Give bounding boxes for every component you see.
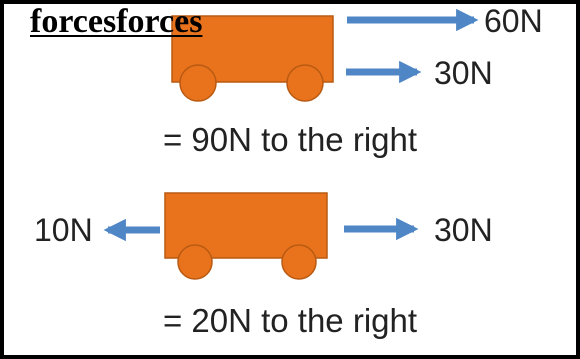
force-label-30n-bottom: 30N	[434, 212, 493, 248]
cart-1-wheel-left	[179, 64, 217, 102]
diagram-heading: forcesforces	[30, 3, 203, 40]
cart-2	[164, 192, 328, 280]
result-1: = 90N to the right	[162, 121, 418, 158]
force-label-10n: 10N	[34, 212, 93, 248]
cart-1-wheel-right	[286, 64, 324, 102]
force-label-60n: 60N	[484, 3, 543, 39]
cart-2-wheel-right	[281, 244, 317, 280]
force-label-30n-top: 30N	[434, 55, 493, 91]
result-2: = 20N to the right	[162, 302, 418, 339]
cart-1	[171, 15, 334, 102]
cart-2-wheel-left	[177, 244, 213, 280]
